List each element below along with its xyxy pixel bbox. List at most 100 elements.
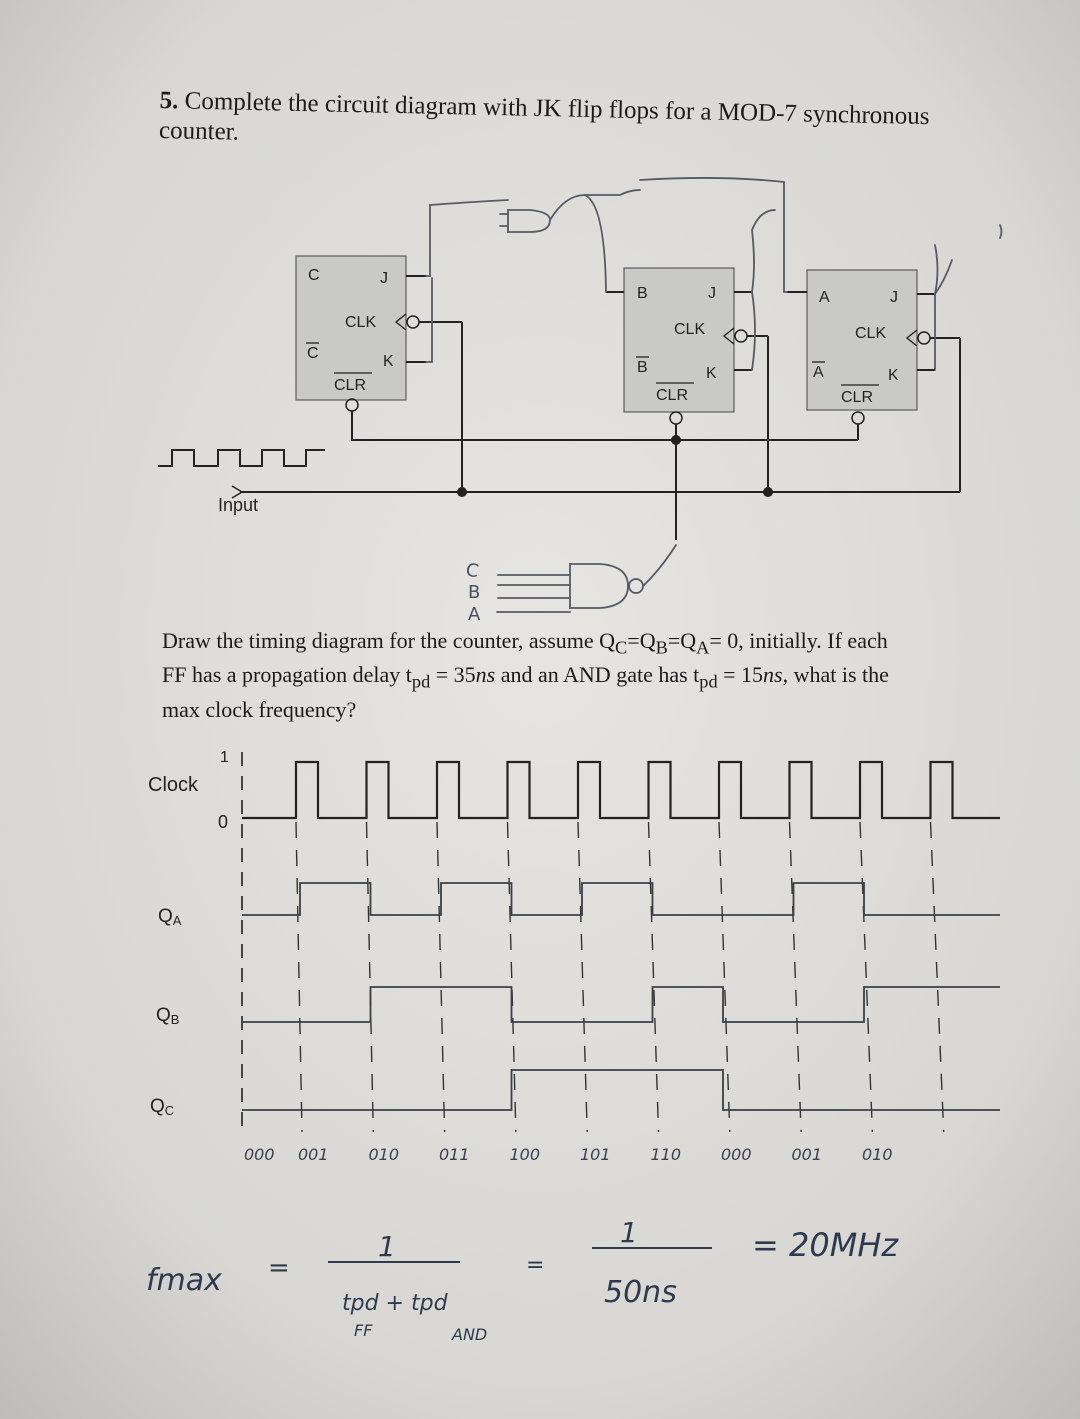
state-label: 001 — [792, 1145, 823, 1164]
flip-flop-b: B J CLK B K CLR — [623, 267, 748, 425]
denominator-2: 50ns — [604, 1275, 677, 1310]
ff-a-k-label: K — [888, 367, 899, 384]
state-label: 011 — [439, 1145, 470, 1164]
level-1-label: 1 — [220, 749, 229, 766]
ff-c-q-label: C — [308, 267, 320, 284]
ff-a-clr-label: CLR — [841, 389, 873, 406]
question-title-line2: counter. — [158, 116, 240, 146]
clock-edge-guide — [506, 821, 517, 1133]
part2-text: , what is the — [782, 662, 889, 688]
sub-c: C — [615, 637, 628, 658]
state-trace — [242, 986, 1000, 1023]
state-label: 010 — [862, 1145, 893, 1164]
qc-label: QC — [150, 1096, 174, 1118]
state-labels: 000 001 010 011 100 101 110 000 001 010 — [244, 1145, 893, 1164]
ff-b-k-label: K — [706, 365, 717, 382]
gate-note-c: C — [464, 559, 480, 582]
clock-edge-guide — [788, 821, 802, 1133]
ff-c-qbar-label: C — [307, 345, 319, 362]
state-label: 010 — [369, 1145, 400, 1164]
state-label: 101 — [580, 1145, 611, 1164]
input-clock-symbol — [158, 449, 325, 467]
ff-c-k-label: K — [383, 353, 394, 370]
state-trace — [242, 882, 1000, 916]
sub-pd: pd — [411, 671, 431, 692]
input-label: Input — [218, 495, 258, 515]
level-0-label: 0 — [218, 812, 228, 832]
clock-edge-guide — [718, 821, 731, 1133]
numerator-1: 1 — [378, 1230, 396, 1263]
part2-text: =Q — [627, 628, 656, 653]
den-sub-ff: FF — [354, 1321, 373, 1340]
fmax-label: fmax — [146, 1263, 222, 1298]
junction-dot — [763, 487, 773, 497]
denominator-1: tpd + tpd — [342, 1291, 449, 1316]
clock-waveform — [241, 752, 1000, 1135]
unit-ns: ns — [475, 662, 496, 688]
ff-b-q-label: B — [637, 285, 648, 302]
equals-2: = — [526, 1253, 544, 1278]
part2-text: =Q — [667, 628, 697, 653]
part2-text: Draw the timing diagram for the counter,… — [162, 628, 616, 653]
clock-edge-guide — [295, 821, 303, 1133]
state-label: 000 — [721, 1145, 752, 1164]
ff-b-qbar-label: B — [637, 359, 648, 376]
part2-text: and an AND gate has t — [495, 662, 700, 688]
gate-note-a: A — [468, 604, 481, 625]
den-sub-and: AND — [451, 1325, 487, 1344]
question-number: 5. — [159, 86, 179, 115]
state-label: 100 — [510, 1145, 541, 1164]
qb-waveform — [242, 986, 1000, 1023]
qb-label: QB — [156, 1005, 179, 1027]
junction-dot — [671, 435, 681, 445]
unit-ns: ns — [763, 662, 783, 688]
clock-edge-guide — [929, 821, 945, 1133]
qa-waveform — [242, 882, 1000, 916]
clock-label: Clock — [148, 774, 199, 796]
sub-pd: pd — [699, 671, 718, 692]
junction-dot — [457, 487, 467, 497]
ff-a-q-label: A — [819, 289, 830, 306]
timing-diagram: Clock 1 0 QA QB QC 000 001 010 011 100 101 110… — [148, 749, 1000, 1164]
gate-note-b: B — [468, 582, 480, 603]
fmax-answer: fmax = 1 tpd + tpd FF AND = 1 50ns = 20M… — [146, 1216, 899, 1344]
ff-b-clr-label: CLR — [656, 387, 688, 404]
flip-flop-c: C J CLK C K CLR — [295, 255, 420, 412]
qc-waveform — [242, 1069, 1000, 1111]
question-part2: Draw the timing diagram for the counter,… — [162, 627, 1002, 723]
state-trace — [242, 1069, 1000, 1111]
ff-b-clk-label: CLK — [674, 321, 705, 338]
flip-flop-a: A J CLK A K CLR — [806, 269, 931, 425]
ff-a-j-label: J — [890, 289, 898, 306]
state-label: 000 — [244, 1145, 275, 1164]
ff-c-clr-label: CLR — [334, 377, 366, 394]
ff-b-j-label: J — [708, 285, 716, 302]
part2-text: FF has a propagation delay t — [162, 662, 412, 688]
ff-a-clk-label: CLK — [855, 325, 886, 342]
sub-b: B — [655, 637, 668, 658]
clock-edge-guide — [859, 821, 874, 1133]
state-label: 110 — [651, 1145, 682, 1164]
equals-1: = — [268, 1253, 290, 1283]
handwritten-wiring — [425, 177, 1003, 613]
clock-edge-guide — [436, 821, 446, 1133]
state-label: 001 — [298, 1145, 329, 1164]
clock-edge-guide — [365, 821, 374, 1133]
part2-text: = 0, initially. If each — [709, 628, 888, 653]
part2-text: = 15 — [717, 662, 764, 688]
sub-a: A — [696, 637, 710, 658]
clock-trace — [242, 760, 1000, 820]
part2-text: max clock frequency? — [162, 696, 357, 722]
ff-c-j-label: J — [380, 270, 388, 287]
ff-c-clk-label: CLK — [345, 314, 376, 331]
result: = 20MHz — [752, 1226, 899, 1264]
clock-edge-guide — [647, 821, 660, 1133]
qa-label: QA — [158, 906, 182, 928]
timing-gridlines — [295, 821, 945, 1133]
numerator-2: 1 — [620, 1216, 638, 1249]
part2-text: = 35 — [430, 662, 476, 688]
ff-a-qbar-label: A — [813, 364, 824, 381]
clock-edge-guide — [577, 821, 588, 1133]
